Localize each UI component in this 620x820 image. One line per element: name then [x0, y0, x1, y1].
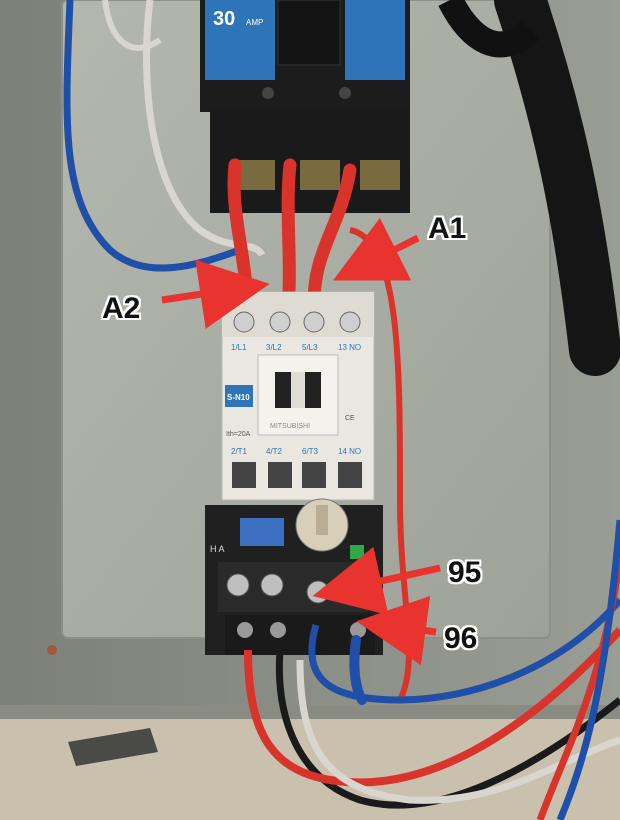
- arrow-95: [312, 546, 441, 616]
- arrow-a2: [161, 259, 270, 329]
- terminal-top-3: 5/L3: [302, 343, 318, 352]
- arrow-96: [356, 595, 437, 666]
- arrow-a1: [332, 217, 420, 281]
- terminal-bottom-3: 6/T3: [302, 447, 319, 456]
- contactor-model: S-N10: [227, 393, 250, 402]
- contactor-rating: Ith=20A: [226, 431, 251, 438]
- contactor-brand: MITSUBISHI: [270, 423, 310, 430]
- terminal-bottom-2: 4/T2: [266, 447, 283, 456]
- terminal-top-2: 3/L2: [266, 343, 282, 352]
- label-a1: A1: [428, 212, 467, 245]
- terminal-bottom-1: 2/T1: [231, 447, 248, 456]
- label-a2: A2: [102, 292, 141, 325]
- contactor-bottom-screws: [232, 462, 362, 488]
- terminal-top-4: 13 NO: [338, 343, 361, 352]
- contactor: 1/L1 3/L2 5/L3 13 NO S-N10 MITSUBISHI It…: [221, 291, 375, 501]
- overload-mode: H A: [210, 544, 225, 554]
- terminal-top-1: 1/L1: [231, 343, 247, 352]
- breaker-unit: AMP: [246, 18, 263, 27]
- label-95: 95: [448, 556, 482, 589]
- terminal-bottom-4: 14 NO: [338, 447, 361, 456]
- contactor-standard: CE: [345, 415, 355, 422]
- circuit-breaker: 30 AMP: [200, 0, 410, 213]
- breaker-rating: 30: [213, 8, 235, 30]
- annotation-arrows: [161, 217, 441, 666]
- label-96: 96: [444, 622, 478, 655]
- overload-relay: H A: [205, 498, 383, 655]
